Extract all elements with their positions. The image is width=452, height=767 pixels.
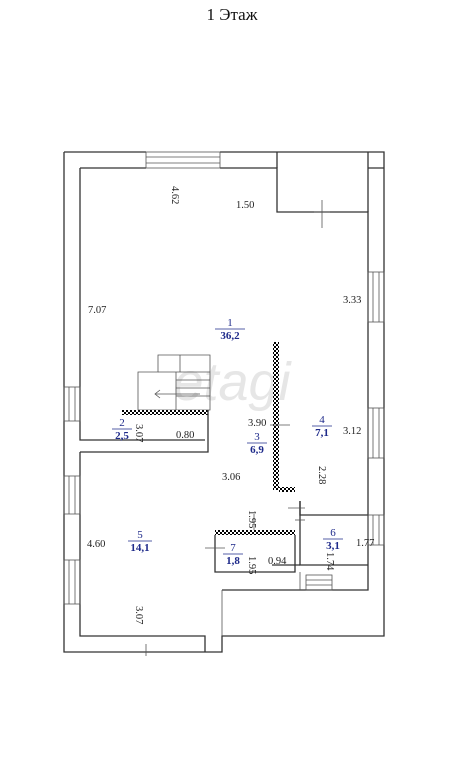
- hatched-wall-vertical: [273, 342, 279, 490]
- dim-label: 1.74: [324, 552, 335, 571]
- room-area: 36,2: [220, 330, 240, 342]
- room-number: 2: [119, 417, 125, 429]
- window-left-2: [63, 475, 81, 515]
- dim-label: 2.28: [316, 466, 327, 484]
- room-number: 4: [319, 414, 325, 426]
- room-label-4: 4 7,1: [312, 414, 332, 439]
- interior-walls: [80, 410, 368, 590]
- room-number: 1: [227, 317, 233, 329]
- room-number: 6: [330, 527, 336, 539]
- room-label-1: 1 36,2: [215, 317, 245, 342]
- dim-label: 0.80: [176, 430, 194, 441]
- hatched-wall-room7: [215, 530, 295, 535]
- room-area: 7,1: [315, 427, 329, 439]
- balcony-corner: [314, 200, 330, 228]
- room-label-5: 5 14,1: [128, 529, 152, 554]
- watermark: etagi: [173, 352, 292, 412]
- door-marks: [145, 424, 333, 656]
- room-area: 3,1: [326, 540, 340, 552]
- dim-label: 1.95: [246, 556, 257, 574]
- window-right-2: [367, 407, 385, 459]
- window-right-1: [367, 271, 385, 323]
- dim-label: 1.77: [356, 538, 374, 549]
- window-top: [145, 151, 221, 169]
- dim-label: 4.60: [87, 539, 105, 550]
- room-area: 6,9: [250, 444, 264, 456]
- dim-label: 1.50: [236, 200, 254, 211]
- window-right-3: [367, 514, 385, 546]
- dim-label: 3.06: [222, 472, 240, 483]
- room-label-3: 3 6,9: [247, 431, 267, 456]
- dim-label: 3.90: [248, 418, 266, 429]
- window-left-1: [63, 386, 81, 422]
- room-label-2: 2 2,5: [112, 417, 132, 442]
- room-number: 3: [254, 431, 260, 443]
- dim-label: 3.07: [133, 424, 144, 442]
- plan-title: 1 Этаж: [207, 5, 258, 24]
- room-area: 2,5: [115, 430, 129, 442]
- hatched-wall-horizontal-1: [279, 487, 295, 492]
- dim-label: 1.95: [246, 510, 257, 528]
- room-area: 14,1: [130, 542, 149, 554]
- dim-label: 3.07: [133, 606, 144, 624]
- window-left-3: [63, 559, 81, 605]
- room-area: 1,8: [226, 555, 240, 567]
- dim-label: 3.33: [343, 295, 361, 306]
- dim-label: 3.12: [343, 426, 361, 437]
- dim-label: 0.94: [268, 556, 287, 567]
- room-label-6: 6 3,1: [323, 527, 343, 552]
- hatched-wall-room2: [122, 410, 208, 415]
- dim-label: 7.07: [88, 305, 106, 316]
- room-number: 5: [137, 529, 143, 541]
- room-label-7: 7 1,8: [223, 542, 243, 567]
- dim-label: 4.62: [169, 186, 180, 204]
- room-number: 7: [230, 542, 236, 554]
- dimension-labels: 4.62 1.50 7.07 3.33 3.90 3.12 3.07 0.80 …: [87, 186, 374, 624]
